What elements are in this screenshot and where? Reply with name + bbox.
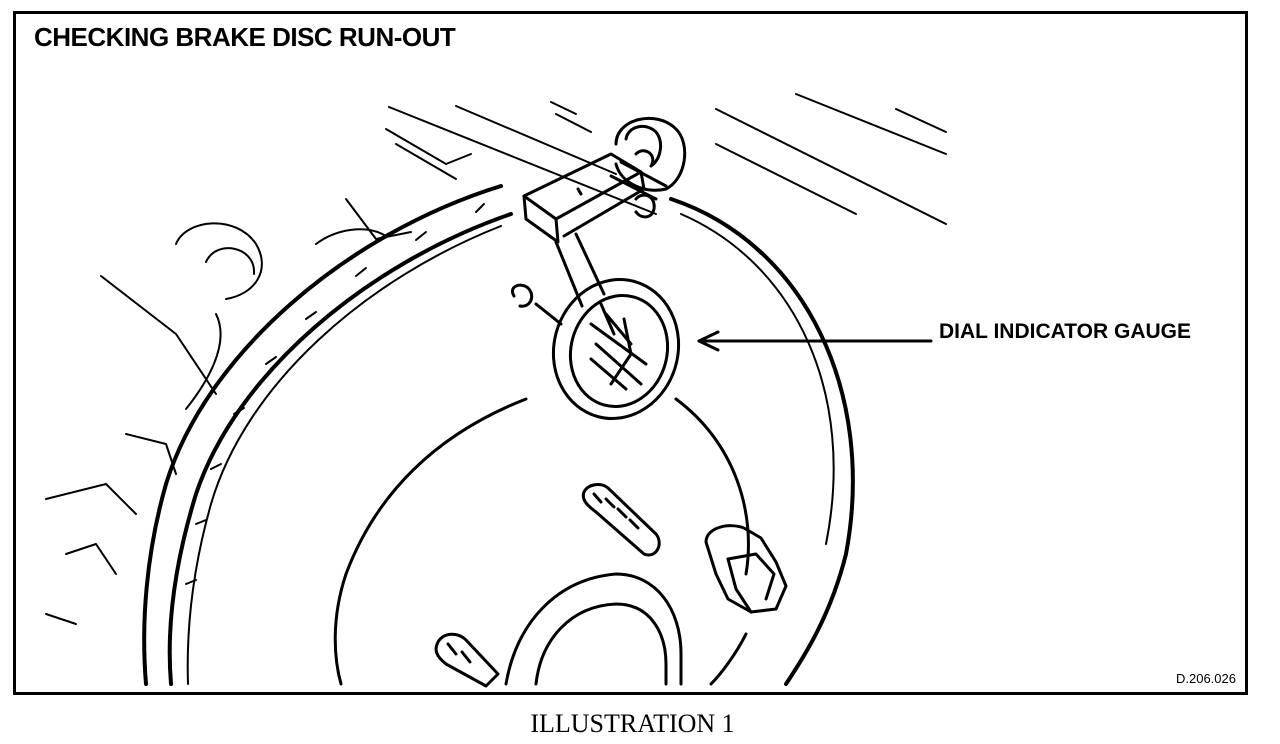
callout-label: DIAL INDICATOR GAUGE	[939, 320, 1192, 343]
diagram-title: CHECKING BRAKE DISC RUN-OUT	[34, 22, 456, 52]
mounting-clamp	[522, 152, 668, 244]
magnetic-base	[614, 116, 687, 192]
wheel-stud-upper	[581, 483, 661, 557]
wheel-stud-lower	[434, 632, 500, 688]
wheel-bolt-head	[704, 524, 788, 614]
brake-disc-line-drawing	[45, 93, 947, 688]
rim-tick-marks	[185, 203, 485, 585]
figure-caption: ILLUSTRATION 1	[530, 709, 735, 738]
callout-arrow	[697, 330, 933, 352]
dial-indicator-gauge	[511, 278, 681, 420]
background-sketch-lines	[45, 93, 947, 625]
hub-center-bore	[504, 572, 683, 686]
wheel-hub	[333, 397, 750, 686]
brake-disc-inner-edge	[186, 203, 835, 685]
illustration-frame: CHECKING BRAKE DISC RUN-OUT DIAL INDICAT…	[13, 11, 1248, 695]
reference-code: D.206.026	[1176, 671, 1236, 686]
